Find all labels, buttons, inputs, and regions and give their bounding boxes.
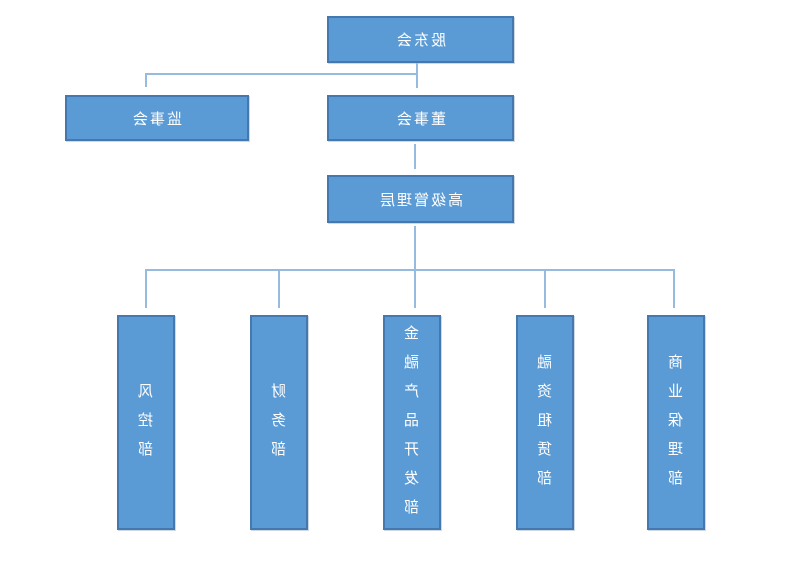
org-node-board-of-directors-label: 董事会 xyxy=(394,110,446,128)
connector-dept5-drop xyxy=(673,269,675,308)
org-node-supervisory-board-label: 监事会 xyxy=(131,110,183,128)
connector-departments-horizontal xyxy=(145,269,675,271)
org-node-dept-financial-leasing: 融资租赁部 xyxy=(516,315,574,530)
org-node-supervisory-board: 监事会 xyxy=(65,95,249,141)
org-node-dept-commercial-factoring-label: 商业保理部 xyxy=(667,354,685,499)
org-node-dept-risk-control: 风控部 xyxy=(117,315,175,530)
org-node-dept-commercial-factoring: 商业保理部 xyxy=(647,315,705,530)
connector-management-stem xyxy=(414,226,416,308)
connector-supervisory-drop xyxy=(145,73,147,87)
org-node-dept-finance: 财务部 xyxy=(250,315,308,530)
org-node-senior-management-label: 高级管理层 xyxy=(377,191,463,209)
connector-board-to-management xyxy=(414,144,416,169)
org-node-senior-management: 高级管理层 xyxy=(327,175,514,223)
connector-shareholders-stem xyxy=(416,63,418,88)
org-node-shareholders-label: 股东会 xyxy=(394,32,446,49)
org-node-dept-financial-product-dev-label: 金融产品开发部 xyxy=(403,325,421,528)
connector-level2-horizontal xyxy=(145,73,418,75)
connector-dept2-drop xyxy=(278,269,280,308)
connector-dept1-drop xyxy=(145,269,147,308)
org-node-dept-risk-control-label: 风控部 xyxy=(137,383,155,470)
org-node-dept-financial-product-dev: 金融产品开发部 xyxy=(383,315,441,530)
connector-dept4-drop xyxy=(544,269,546,308)
org-node-board-of-directors: 董事会 xyxy=(327,95,514,141)
org-node-shareholders: 股东会 xyxy=(327,16,514,63)
org-node-dept-financial-leasing-label: 融资租赁部 xyxy=(536,354,554,499)
org-node-dept-finance-label: 财务部 xyxy=(270,383,288,470)
